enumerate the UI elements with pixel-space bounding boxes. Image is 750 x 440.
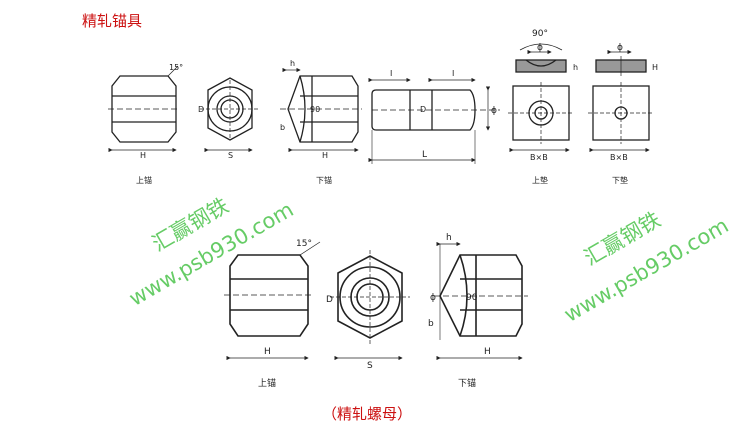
- dim-b-2: b: [428, 319, 434, 329]
- hex-nut-front-view-1: [200, 77, 260, 153]
- dim-phi-1: ϕ: [491, 106, 497, 116]
- dim-S-1: S: [228, 151, 233, 160]
- lower-nut-side-view: [434, 241, 528, 361]
- dim-S-2: S: [367, 361, 373, 371]
- hex-nut-front-view-2: [330, 250, 410, 361]
- dim-b-1: b: [280, 123, 285, 132]
- caption-lower-anchor-2: 下锚: [458, 377, 476, 389]
- caption-lower-anchor-1: 下锚: [316, 175, 332, 185]
- caption-lower-pad: 下垫: [612, 175, 628, 185]
- caption-upper-anchor-2: 上锚: [258, 377, 276, 389]
- dim-BxB-1: B×B: [530, 153, 548, 162]
- dim-D-3: D: [326, 295, 333, 305]
- upper-pad-view: [508, 43, 574, 153]
- lower-pad-view: [588, 49, 654, 153]
- dim-H-3: H: [652, 63, 658, 72]
- dim-H-5: H: [484, 347, 491, 357]
- dim-H-4: H: [264, 347, 271, 357]
- angle-90-1: 90: [310, 105, 320, 114]
- dim-h-3: h: [446, 233, 452, 243]
- angle-90-2: 90°: [532, 29, 548, 39]
- dim-phi-4: ϕ: [430, 293, 436, 303]
- dim-phi-3: ϕ: [617, 43, 623, 53]
- coupler-side-view: [368, 77, 500, 164]
- dim-L: L: [422, 150, 427, 160]
- dim-H-1: H: [140, 151, 146, 160]
- caption-upper-pad: 上垫: [532, 175, 548, 185]
- lower-anchor-side-view: [280, 67, 362, 153]
- dim-h-2: h: [573, 63, 578, 72]
- angle-15-2: 15°: [296, 239, 312, 249]
- top-title: 精轧锚具: [82, 12, 143, 30]
- dim-I-1: I: [390, 69, 392, 78]
- dim-D-2: D: [420, 105, 426, 114]
- dim-phi-2: ϕ: [537, 43, 543, 53]
- angle-15-1: 15°: [169, 63, 183, 72]
- dim-h-1: h: [290, 59, 295, 68]
- upper-nut-side-view: [224, 241, 321, 361]
- bottom-title: （精轧螺母）: [322, 405, 413, 423]
- dim-I-2: I: [452, 69, 454, 78]
- angle-90-3: 90: [466, 293, 478, 303]
- dim-H-2: H: [322, 151, 328, 160]
- caption-upper-anchor-1: 上锚: [136, 175, 152, 185]
- upper-anchor-side-view: [108, 65, 180, 153]
- dim-D-1: D: [198, 105, 204, 114]
- dim-BxB-2: B×B: [610, 153, 628, 162]
